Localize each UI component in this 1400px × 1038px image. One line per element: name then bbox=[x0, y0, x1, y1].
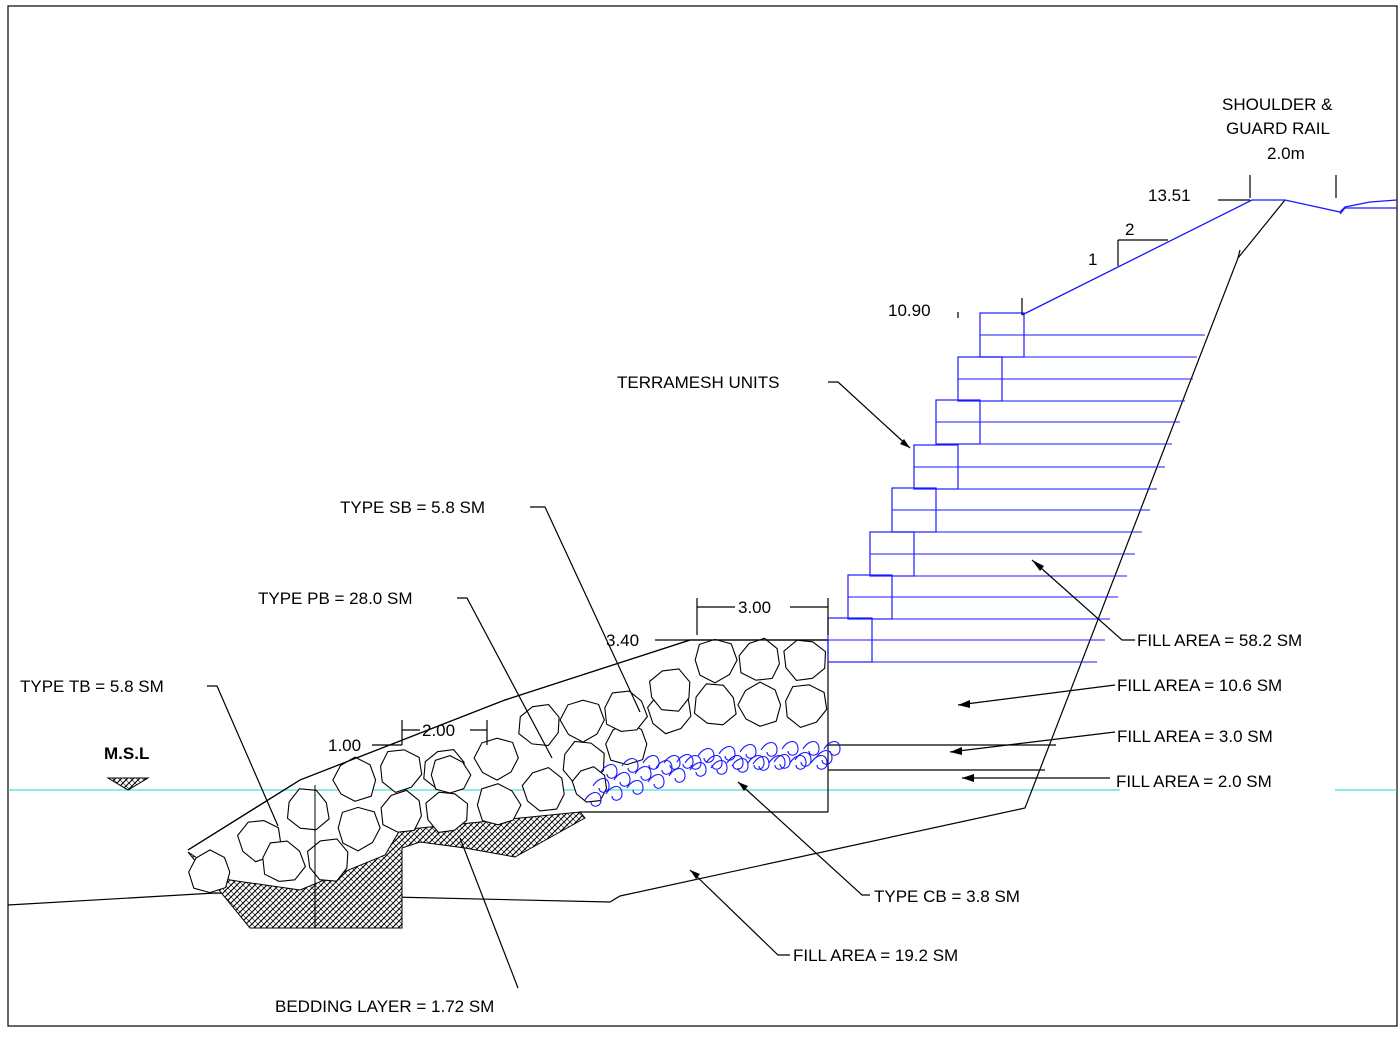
msl-symbol bbox=[106, 777, 150, 791]
cb-curl bbox=[810, 754, 828, 770]
slope-horizontal: 2 bbox=[1125, 220, 1134, 239]
gabion-stone bbox=[425, 791, 469, 833]
cb-curl bbox=[613, 771, 631, 787]
fill-area-58-label: FILL AREA = 58.2 SM bbox=[1137, 631, 1302, 650]
gabion-stone bbox=[476, 783, 522, 826]
msl-label: M.S.L bbox=[104, 744, 149, 763]
gabion-stone bbox=[785, 684, 828, 729]
bedding-layer bbox=[187, 811, 586, 929]
shoulder-label-line2: GUARD RAIL bbox=[1226, 119, 1330, 138]
gabion-stone bbox=[521, 766, 565, 812]
terramesh-label: TERRAMESH UNITS bbox=[617, 373, 779, 392]
fill-area-30-label: FILL AREA = 3.0 SM bbox=[1117, 727, 1273, 746]
gabion-stone bbox=[649, 668, 691, 712]
cb-curl bbox=[642, 754, 660, 770]
gabion-top-edge bbox=[187, 639, 828, 851]
cb-curl bbox=[823, 740, 841, 756]
gabion-stone bbox=[737, 681, 782, 727]
cb-curl bbox=[605, 785, 623, 801]
gabion-stone bbox=[337, 806, 381, 852]
gabion-stone bbox=[380, 789, 422, 833]
gabion-stones bbox=[187, 637, 828, 928]
drawing-frame bbox=[7, 5, 1398, 1027]
cb-curl bbox=[739, 743, 757, 759]
arrowheads bbox=[690, 439, 1044, 879]
shoulder-width: 2.0m bbox=[1267, 144, 1305, 163]
cb-curl bbox=[802, 740, 820, 756]
gabion-stone bbox=[783, 639, 827, 681]
berm-width-dimension: 2.00 bbox=[422, 721, 455, 740]
dimensions bbox=[372, 598, 829, 746]
gabion-stone bbox=[380, 749, 423, 794]
fill-area-106-label: FILL AREA = 10.6 SM bbox=[1117, 676, 1282, 695]
cb-curl bbox=[731, 757, 749, 773]
top-width-dimension: 3.00 bbox=[738, 598, 771, 617]
gabion-stone bbox=[262, 840, 307, 882]
gabion-stone bbox=[559, 699, 605, 743]
cb-curl bbox=[621, 757, 639, 773]
cb-curl bbox=[600, 763, 618, 779]
annotations: SHOULDER & GUARD RAIL 2.0m 13.51 2 1 10.… bbox=[20, 95, 1333, 1016]
cb-curl bbox=[747, 754, 765, 770]
embankment-outline bbox=[7, 199, 1286, 906]
cb-curl bbox=[684, 754, 702, 770]
cb-curl bbox=[584, 791, 602, 807]
type-cb-label: TYPE CB = 3.8 SM bbox=[874, 887, 1020, 906]
type-pb-label: TYPE PB = 28.0 SM bbox=[258, 589, 413, 608]
cb-curl bbox=[689, 761, 707, 777]
gabion-stone bbox=[286, 788, 330, 831]
cb-curl bbox=[710, 759, 728, 775]
cb-curl bbox=[815, 749, 833, 765]
gabion-stone bbox=[188, 849, 231, 894]
leaders bbox=[207, 381, 1135, 989]
upper-slope bbox=[957, 175, 1398, 318]
elevation-terramesh: 10.90 bbox=[888, 301, 931, 320]
cb-curl bbox=[676, 753, 694, 769]
type-tb-label: TYPE TB = 5.8 SM bbox=[20, 677, 164, 696]
gabion-stone bbox=[694, 638, 738, 684]
gabion-stone bbox=[518, 704, 560, 747]
cb-curl bbox=[634, 765, 652, 781]
gabion-stone bbox=[738, 637, 780, 681]
cb-curl bbox=[718, 745, 736, 761]
elevation-crest: 3.40 bbox=[606, 631, 639, 650]
gabion-stone bbox=[307, 838, 349, 882]
fill-area-20-label: FILL AREA = 2.0 SM bbox=[1116, 772, 1272, 791]
type-cb-mattress bbox=[584, 740, 841, 807]
elevation-berm: 1.00 bbox=[328, 736, 361, 755]
cb-curl bbox=[705, 754, 723, 770]
gabion-stone bbox=[604, 690, 649, 732]
terramesh-spacer bbox=[1022, 313, 1205, 335]
gabion-stone bbox=[693, 683, 737, 726]
elevation-top: 13.51 bbox=[1148, 186, 1191, 205]
type-sb-label: TYPE SB = 5.8 SM bbox=[340, 498, 485, 517]
cb-curl bbox=[647, 773, 665, 789]
shoulder-label-line1: SHOULDER & bbox=[1222, 95, 1333, 114]
cb-curl bbox=[768, 754, 786, 770]
cb-curl bbox=[794, 751, 812, 767]
slope-vertical: 1 bbox=[1088, 250, 1097, 269]
cb-curl bbox=[663, 754, 681, 770]
cb-curl bbox=[726, 754, 744, 770]
cb-curl bbox=[760, 741, 778, 757]
cb-curl bbox=[592, 777, 610, 793]
fill-area-192-label: FILL AREA = 19.2 SM bbox=[793, 946, 958, 965]
cb-curl bbox=[668, 767, 686, 783]
terramesh-units bbox=[827, 312, 1205, 663]
bedding-layer-label: BEDDING LAYER = 1.72 SM bbox=[275, 997, 494, 1016]
gabion-stone bbox=[430, 755, 472, 794]
gabion-stone bbox=[473, 737, 519, 781]
cb-curl bbox=[752, 755, 770, 771]
cb-curl bbox=[789, 754, 807, 770]
gabion-stone bbox=[332, 756, 377, 802]
cb-curl bbox=[781, 740, 799, 756]
cb-curl bbox=[626, 779, 644, 795]
